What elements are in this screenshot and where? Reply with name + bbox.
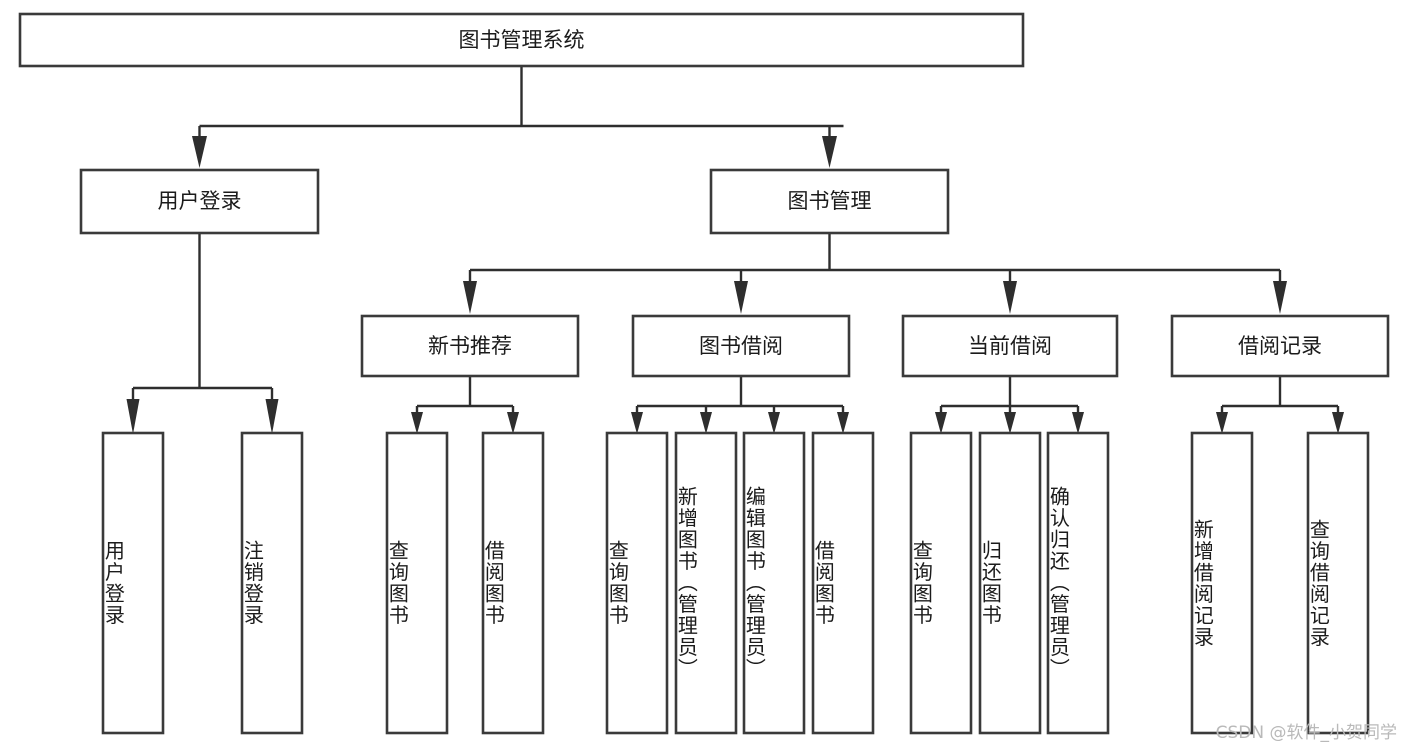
node-root-label: 图书管理系统	[459, 28, 585, 52]
leaf-newbook-query[interactable]: 查询图书	[385, 431, 449, 735]
arrow-current-leaf-1	[935, 412, 947, 434]
leaf-borrow-query-label: 查询图书	[605, 540, 630, 626]
leaf-newbook-query-label: 查询图书	[385, 540, 410, 626]
node-current-borrow-label: 当前借阅	[968, 334, 1052, 358]
leaf-borrow-add-label: 新增图书（管理员）	[674, 486, 699, 680]
node-borrow-record[interactable]: 借阅记录	[1170, 314, 1390, 378]
leaf-current-confirm-return-box[interactable]	[1046, 431, 1110, 735]
arrow-borrow-leaf-4	[837, 412, 849, 434]
arrow-record-leaf-2	[1332, 412, 1344, 434]
arrow-bookmanage-child-2	[734, 281, 748, 314]
arrow-userlogin-leaf-2	[265, 399, 279, 434]
leaf-current-confirm-return-label: 确认归还（管理员）	[1046, 486, 1071, 680]
leaf-borrow-borrow-box[interactable]	[811, 431, 875, 735]
node-new-book-recommend-box[interactable]	[360, 314, 580, 378]
arrow-current-leaf-2	[1004, 412, 1016, 434]
leaf-borrow-edit[interactable]: 编辑图书（管理员）	[742, 431, 806, 735]
node-book-borrow[interactable]: 图书借阅	[631, 314, 851, 378]
node-book-manage-label: 图书管理	[788, 189, 872, 213]
leaf-newbook-borrow[interactable]: 借阅图书	[481, 431, 545, 735]
arrow-borrow-leaf-3	[768, 412, 780, 434]
leaf-record-add-label: 新增借阅记录	[1190, 518, 1215, 648]
leaf-current-query-box[interactable]	[909, 431, 973, 735]
leaf-user-login-login-box[interactable]	[101, 431, 165, 735]
arrow-root-to-user-login	[192, 136, 207, 168]
node-new-book-recommend[interactable]: 新书推荐	[360, 314, 580, 378]
leaf-record-query-box[interactable]	[1306, 431, 1370, 735]
leaf-user-login-login[interactable]: 用户登录	[101, 431, 165, 735]
arrow-bookmanage-child-4	[1273, 281, 1287, 314]
node-book-manage[interactable]: 图书管理	[709, 168, 950, 235]
leaf-borrow-add[interactable]: 新增图书（管理员）	[674, 431, 738, 735]
leaf-user-login-logout-label: 注销登录	[240, 540, 265, 626]
leaf-newbook-query-box[interactable]	[385, 431, 449, 735]
node-borrow-record-label: 借阅记录	[1238, 334, 1322, 358]
leaf-current-confirm-return[interactable]: 确认归还（管理员）	[1046, 431, 1110, 735]
leaf-borrow-query[interactable]: 查询图书	[605, 431, 669, 735]
leaf-newbook-borrow-label: 借阅图书	[481, 540, 506, 626]
node-user-login[interactable]: 用户登录	[79, 168, 320, 235]
leaf-current-return-box[interactable]	[978, 431, 1042, 735]
arrow-newbook-leaf-2	[507, 412, 519, 434]
leaf-record-query-label: 查询借阅记录	[1306, 518, 1331, 648]
node-user-login-box[interactable]	[79, 168, 320, 235]
leaf-current-query[interactable]: 查询图书	[909, 431, 973, 735]
arrow-borrow-leaf-2	[700, 412, 712, 434]
connector-layer	[126, 66, 1344, 434]
node-current-borrow[interactable]: 当前借阅	[901, 314, 1119, 378]
leaf-borrow-edit-label: 编辑图书（管理员）	[742, 486, 767, 680]
leaf-current-query-label: 查询图书	[909, 540, 934, 626]
node-book-borrow-label: 图书借阅	[699, 334, 783, 358]
arrow-bookmanage-child-3	[1003, 281, 1017, 314]
arrow-newbook-leaf-1	[411, 412, 423, 434]
leaf-borrow-add-box[interactable]	[674, 431, 738, 735]
leaf-current-return[interactable]: 归还图书	[978, 431, 1042, 735]
leaf-record-query[interactable]: 查询借阅记录	[1306, 431, 1370, 735]
node-current-borrow-box[interactable]	[901, 314, 1119, 378]
node-borrow-record-box[interactable]	[1170, 314, 1390, 378]
leaf-current-return-label: 归还图书	[978, 540, 1003, 626]
leaf-newbook-borrow-box[interactable]	[481, 431, 545, 735]
leaf-user-login-logout-box[interactable]	[240, 431, 304, 735]
arrow-current-leaf-3	[1072, 412, 1084, 434]
arrow-root-to-book-manage	[822, 136, 837, 168]
csdn-watermark: CSDN @软件_小贺同学	[1215, 723, 1397, 743]
node-new-book-recommend-label: 新书推荐	[428, 334, 512, 358]
arrow-bookmanage-child-1	[463, 281, 477, 314]
leaf-user-login-login-label: 用户登录	[101, 540, 126, 626]
leaf-record-add[interactable]: 新增借阅记录	[1190, 431, 1254, 735]
node-user-login-label: 用户登录	[158, 189, 242, 213]
node-root-box[interactable]	[18, 12, 1025, 68]
leaf-borrow-borrow[interactable]: 借阅图书	[811, 431, 875, 735]
arrow-userlogin-leaf-1	[126, 399, 140, 434]
node-root[interactable]: 图书管理系统	[18, 12, 1025, 68]
leaf-borrow-borrow-label: 借阅图书	[811, 540, 836, 626]
leaf-user-login-logout[interactable]: 注销登录	[240, 431, 304, 735]
leaf-borrow-edit-box[interactable]	[742, 431, 806, 735]
leaf-record-add-box[interactable]	[1190, 431, 1254, 735]
arrow-record-leaf-1	[1216, 412, 1228, 434]
leaf-borrow-query-box[interactable]	[605, 431, 669, 735]
node-book-borrow-box[interactable]	[631, 314, 851, 378]
node-book-manage-box[interactable]	[709, 168, 950, 235]
arrow-borrow-leaf-1	[631, 412, 643, 434]
